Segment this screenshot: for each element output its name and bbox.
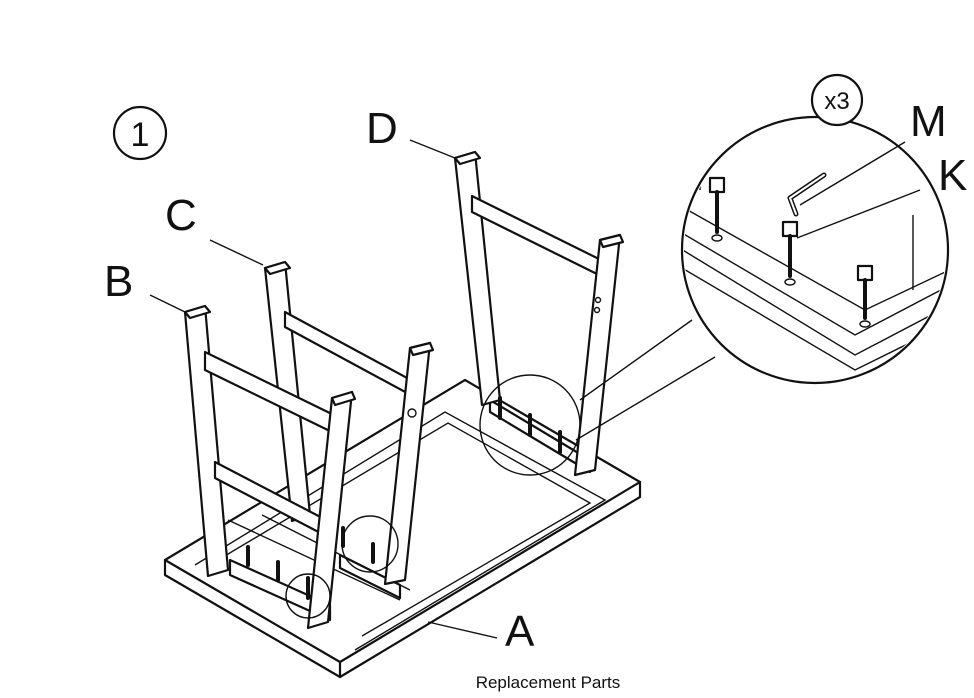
part-label-m: M bbox=[910, 97, 947, 146]
part-label-a: A bbox=[505, 607, 535, 656]
magnified-detail bbox=[680, 115, 950, 385]
caption-replacement-parts[interactable]: Replacement Parts bbox=[476, 673, 621, 692]
step-number: 1 bbox=[131, 116, 150, 154]
leader-lines bbox=[149, 139, 921, 639]
bolt-2 bbox=[781, 220, 799, 286]
multiplier-badge: x3 bbox=[810, 73, 864, 127]
step-badge: 1 bbox=[112, 105, 168, 161]
part-label-k: K bbox=[938, 151, 967, 200]
leg-frame-right bbox=[453, 150, 625, 477]
allen-key bbox=[787, 172, 827, 217]
bolt-1 bbox=[708, 176, 726, 242]
callout-circles bbox=[285, 319, 716, 619]
detail-circle bbox=[680, 115, 950, 385]
leg-frame-left bbox=[183, 260, 435, 630]
part-label-c: C bbox=[165, 191, 197, 240]
apron-rail bbox=[228, 398, 592, 622]
leg-b bbox=[183, 304, 230, 578]
leg-d bbox=[453, 150, 502, 407]
step-circle bbox=[112, 105, 168, 161]
screws bbox=[246, 396, 562, 600]
multiplier-text: x3 bbox=[824, 88, 849, 115]
part-label-d: D bbox=[366, 104, 398, 153]
bolt-3 bbox=[856, 264, 874, 328]
part-label-b: B bbox=[104, 257, 133, 306]
